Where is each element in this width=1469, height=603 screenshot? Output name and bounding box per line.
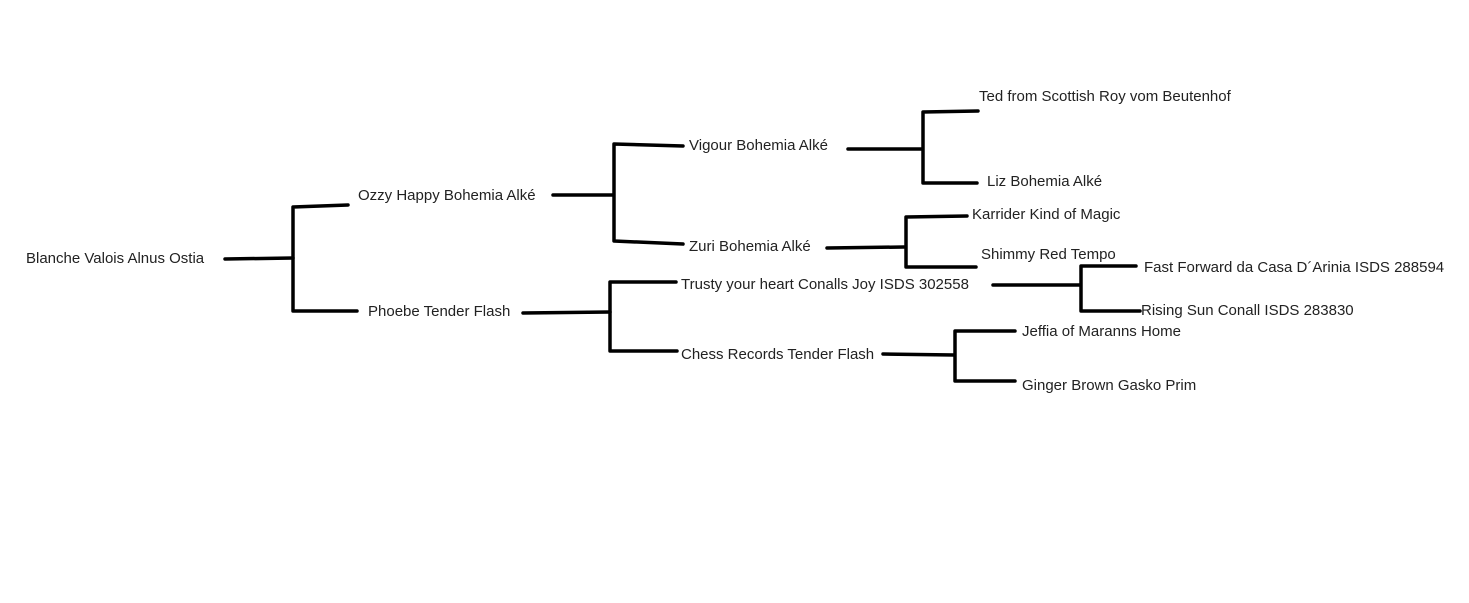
bracket-sire <box>612 142 685 246</box>
bracket-ss <box>921 109 980 185</box>
connector-sd <box>825 245 906 250</box>
connector-dam <box>521 310 612 315</box>
bracket-sd <box>904 214 978 269</box>
bracket-root <box>291 203 359 313</box>
node-dam-sire: Trusty your heart Conalls Joy ISDS 30255… <box>681 276 969 293</box>
node-root: Blanche Valois Alnus Ostia <box>26 250 205 267</box>
node-sire-dam: Zuri Bohemia Alké <box>689 238 811 255</box>
node-dam: Phoebe Tender Flash <box>368 303 511 320</box>
bracket-ds <box>1079 264 1142 313</box>
node-dsd: Rising Sun Conall ISDS 283830 <box>1141 302 1354 319</box>
node-ssd: Liz Bohemia Alké <box>987 173 1103 190</box>
connector-dd <box>881 352 956 357</box>
node-sire: Ozzy Happy Bohemia Alké <box>358 187 536 204</box>
node-ddd: Ginger Brown Gasko Prim <box>1022 377 1197 394</box>
node-sdd: Shimmy Red Tempo <box>981 246 1116 263</box>
bracket-dd <box>953 329 1017 383</box>
node-sire-sire: Vigour Bohemia Alké <box>689 137 828 154</box>
connector-root <box>223 256 295 261</box>
node-dss: Fast Forward da Casa D´Arinia ISDS 28859… <box>1144 259 1445 276</box>
node-dam-dam: Chess Records Tender Flash <box>681 346 875 363</box>
node-sds: Karrider Kind of Magic <box>972 206 1121 223</box>
node-sss: Ted from Scottish Roy vom Beutenhof <box>979 88 1231 105</box>
bracket-dam <box>608 280 679 353</box>
node-dds: Jeffia of Maranns Home <box>1022 323 1181 340</box>
